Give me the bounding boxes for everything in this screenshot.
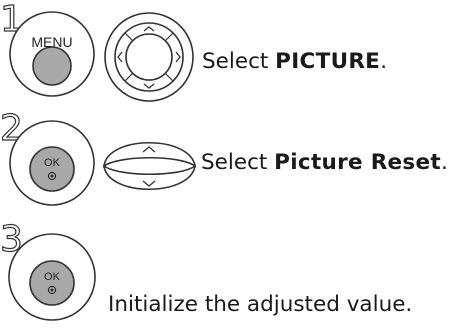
step-1: 1 MENU Select PICTURE.: [0, 1, 465, 107]
step-2: 2 OK Select Picture Reset.: [0, 110, 465, 216]
menu-item-picture-reset: Picture Reset: [274, 150, 441, 175]
arrow-right-icon: [175, 51, 181, 63]
ok-dot-icon: [47, 285, 57, 295]
menu-button-label: MENU: [31, 34, 72, 50]
arrow-up-icon: [143, 26, 155, 32]
arrow-up-icon: [142, 146, 156, 153]
step-1-buttons: MENU: [9, 11, 194, 102]
arrow-down-icon: [142, 180, 156, 187]
step-2-buttons: OK: [9, 120, 197, 206]
step-3-instruction: Initialize the adjusted value.: [108, 292, 413, 317]
menu-item-picture: PICTURE: [275, 49, 381, 74]
up-down-rocker[interactable]: [102, 142, 197, 190]
step-3: 3 OK Initialize the adjusted value.: [0, 219, 465, 327]
ok-button-label: OK: [44, 271, 61, 283]
ok-dot-icon: [47, 171, 57, 181]
navigation-pad[interactable]: [104, 12, 194, 102]
step-number: 3: [0, 219, 24, 260]
ok-button[interactable]: OK: [8, 233, 96, 321]
ok-button-label: OK: [44, 157, 61, 169]
ok-button[interactable]: OK: [9, 120, 95, 206]
step-1-instruction: Select PICTURE.: [202, 49, 388, 74]
arrow-down-icon: [143, 83, 155, 89]
step-2-instruction: Select Picture Reset.: [201, 150, 448, 175]
menu-button[interactable]: MENU: [9, 11, 95, 97]
arrow-left-icon: [117, 51, 123, 63]
step-3-buttons: OK: [8, 233, 96, 321]
